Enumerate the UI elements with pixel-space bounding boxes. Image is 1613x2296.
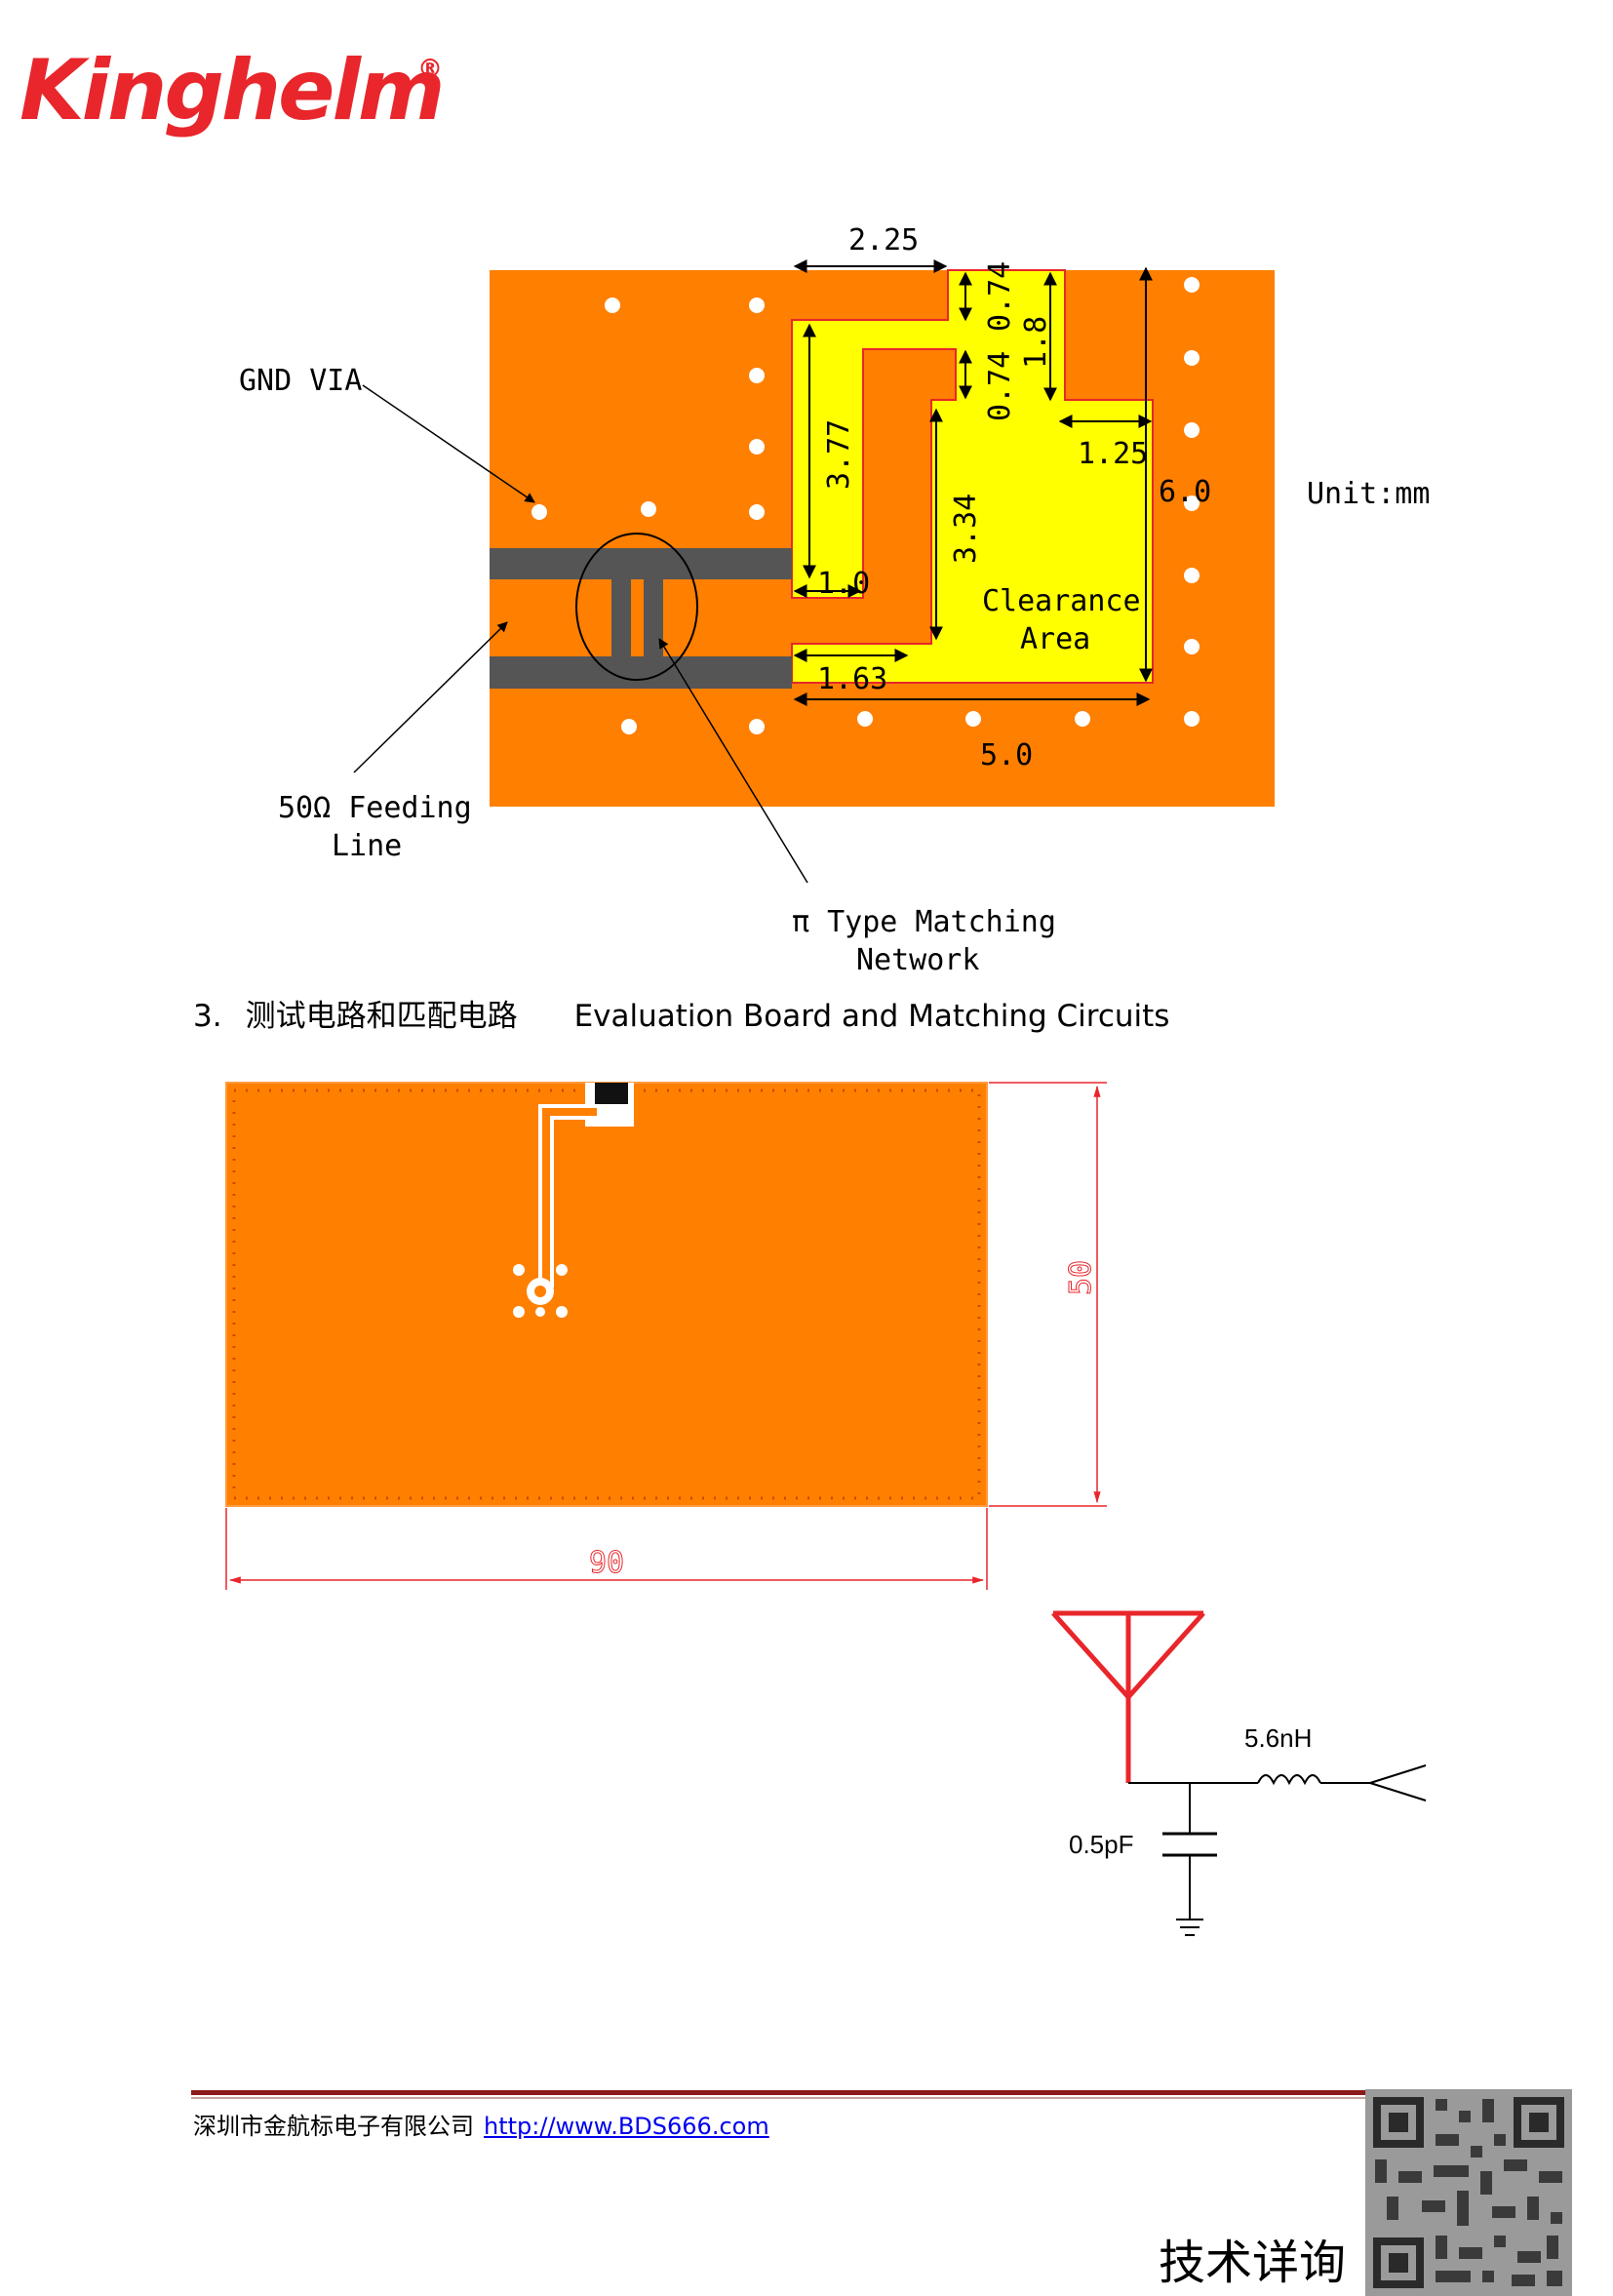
- eval-board: [225, 1082, 988, 1507]
- inductor-coil: [1257, 1774, 1321, 1786]
- unit-label: Unit:mm: [1307, 477, 1430, 511]
- section-title-en: Evaluation Board and Matching Circuits: [573, 999, 1170, 1034]
- matching-network-marker: [575, 533, 698, 681]
- tech-consult-label: 技术详询: [1159, 2236, 1347, 2290]
- dim-6-0: 6.0: [1159, 475, 1211, 509]
- company-name: 深圳市金航标电子有限公司: [193, 2113, 474, 2140]
- section-number: 3.: [193, 999, 222, 1034]
- dim-5-0: 5.0: [980, 738, 1033, 772]
- feed-trace-bottom: [490, 656, 792, 689]
- pi-shunt-1: [611, 579, 631, 656]
- section-title-cn: 测试电路和匹配电路: [245, 999, 518, 1034]
- dim-1-63: 1.63: [817, 662, 887, 696]
- pcb-ground-area: [490, 270, 1275, 807]
- feed-trace: [542, 1108, 597, 1287]
- dim-3-77: 3.77: [822, 419, 856, 490]
- pi-network-label-2: Network: [856, 943, 979, 977]
- dim-1-25: 1.25: [1078, 437, 1148, 471]
- gnd-via-label: GND VIA: [239, 364, 362, 398]
- gnd-vias: [531, 277, 1200, 734]
- board-height-label: 50: [1064, 1260, 1098, 1295]
- feeding-line-label-1: 50Ω Feeding: [278, 791, 472, 825]
- feed-trace-top: [490, 548, 792, 579]
- dim-1-8: 1.8: [1019, 316, 1053, 369]
- dim-3-34: 3.34: [949, 494, 983, 564]
- company-url-link[interactable]: http://www.BDS666.com: [484, 2113, 769, 2140]
- antenna-layout-diagram: 2.25 0.74 1.8 0.74 3.77 1.25 6.0 3.34 1.…: [239, 223, 1430, 977]
- footer-company: 深圳市金航标电子有限公司 http://www.BDS666.com: [193, 2107, 769, 2141]
- board-width-label: 90: [589, 1546, 624, 1580]
- section-3-title: 3. 测试电路和匹配电路 Evaluation Board and Matching…: [193, 991, 1169, 1035]
- sma-vias: [513, 1264, 568, 1318]
- inductor-label: 5.6nH: [1244, 1723, 1312, 1753]
- antenna-symbol-icon: [1051, 1610, 1205, 1783]
- capacitor-label: 0.5pF: [1069, 1830, 1134, 1859]
- footer-rule: [191, 2090, 1371, 2095]
- dim-0-74-mid: 0.74: [983, 351, 1017, 421]
- evaluation-board-drawing: 50 90: [225, 1082, 1107, 1590]
- registered-mark: ®: [417, 55, 443, 84]
- brand-logo: Kinghelm: [20, 42, 446, 139]
- matching-circuit: 5.6nH 0.5pF: [1051, 1610, 1427, 1936]
- clearance-area: [791, 269, 1154, 684]
- pi-shunt-2: [644, 579, 663, 656]
- board-edge-vias: [232, 1089, 981, 1500]
- dim-1-0: 1.0: [817, 567, 870, 601]
- antenna-chip: [595, 1083, 628, 1104]
- clearance-label-1: Clearance: [982, 584, 1141, 618]
- sma-pad-center: [534, 1286, 546, 1297]
- pi-network-label-1: π Type Matching: [792, 905, 1056, 939]
- feeding-line-label-2: Line: [332, 829, 402, 863]
- qr-code-icon[interactable]: [1365, 2089, 1572, 2296]
- dim-0-74-top: 0.74: [983, 261, 1017, 332]
- clearance-label-2: Area: [1020, 622, 1090, 656]
- dim-2-25: 2.25: [848, 223, 919, 257]
- footer-rule-thin: [191, 2097, 1371, 2099]
